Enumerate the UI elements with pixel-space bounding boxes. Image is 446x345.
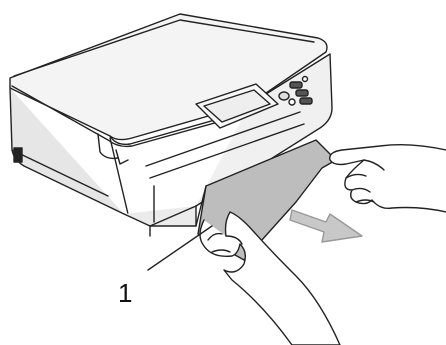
callout-label-1: 1 [118,280,132,306]
pull-direction-arrow-icon [290,210,362,242]
callout-leader-line [148,226,212,270]
right-hand-icon [330,145,446,212]
